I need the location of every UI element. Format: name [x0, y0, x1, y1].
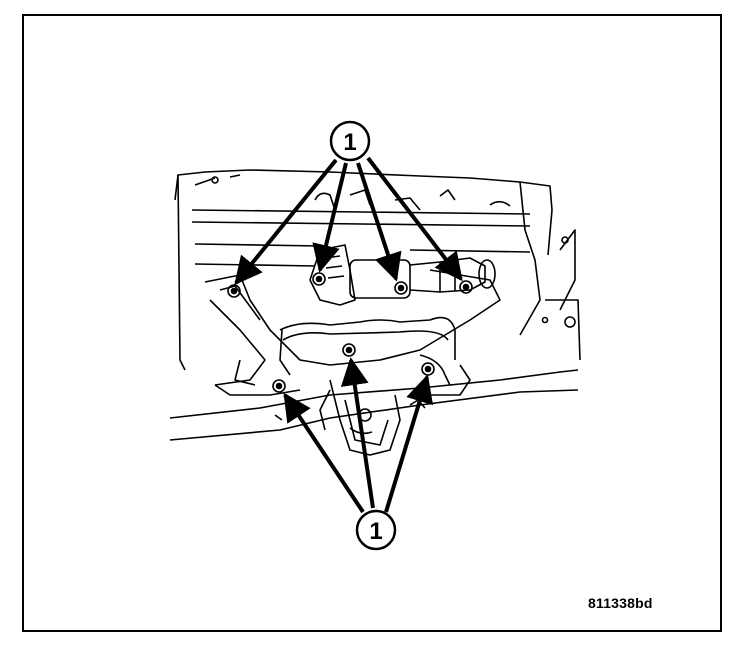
callout-label-top: 1	[343, 129, 356, 156]
callout-circle-top	[329, 120, 371, 162]
door-panel-drawing	[169, 169, 581, 456]
figure-frame	[22, 14, 722, 632]
leader-arrows-bottom	[283, 357, 434, 514]
callout-circle-bottom	[355, 509, 397, 551]
callout-top: 1	[234, 120, 463, 286]
leader-arrows-top	[234, 156, 463, 286]
figure-code: 811338bd	[588, 595, 653, 611]
callout-bottom: 1	[283, 357, 434, 551]
callout-label-bottom: 1	[369, 518, 382, 545]
